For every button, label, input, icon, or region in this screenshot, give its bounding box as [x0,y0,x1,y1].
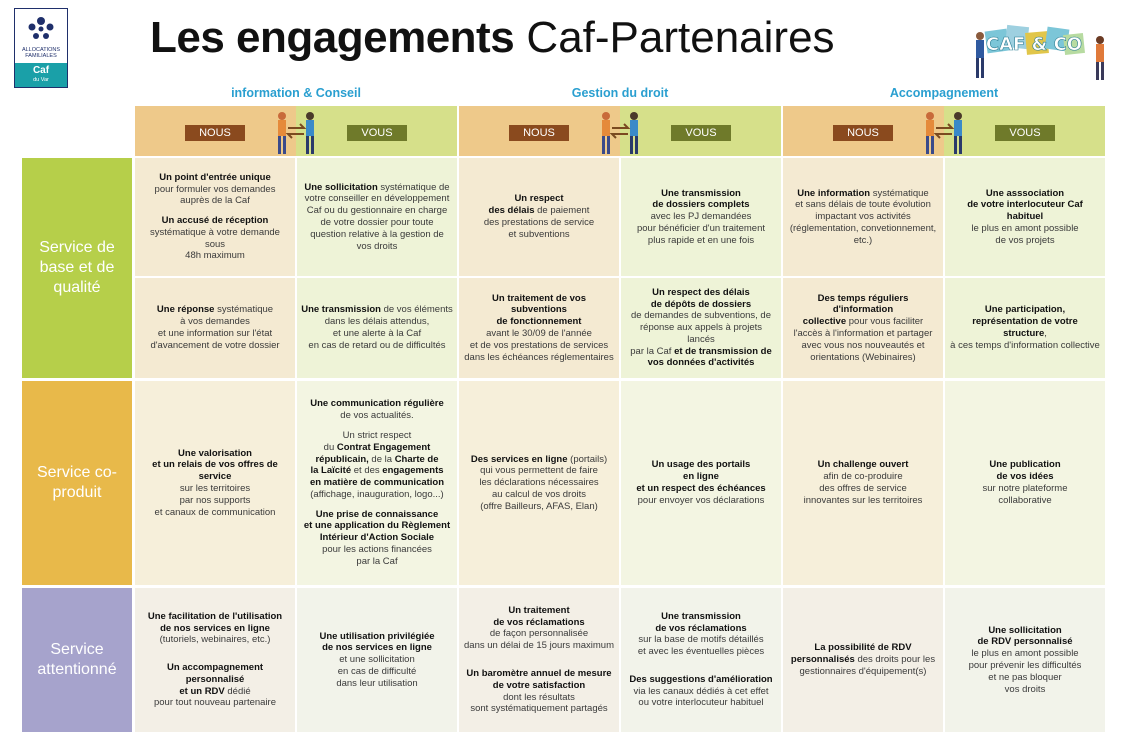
cafco-logo-icon: CAF & CO [976,24,1104,80]
column-heading-info: information & Conseil [231,86,361,100]
tag-nous: NOUS [833,125,893,141]
cell: Une participation,représentation de votr… [945,278,1105,378]
logo-band: Caf du Var [15,63,67,87]
row-header-attentionne: Service attentionné [22,588,132,732]
tag-nous: NOUS [509,125,569,141]
caf-logo: ALLOCATIONS FAMILIALES Caf du Var [14,8,68,88]
tag-nous: NOUS [185,125,245,141]
logo-dept-text: du Var [33,77,49,83]
header-band-gestion: NOUS VOUS [459,106,781,156]
row-header-base: Service de base et de qualité [22,158,132,378]
logo-caf-text: Caf [32,65,50,76]
title-light: Caf-Partenaires [526,13,835,62]
header-band-accompagnement: NOUS VOUS [783,106,1105,156]
column-heading-gestion: Gestion du droit [571,86,669,100]
caf-emblem-icon [28,17,54,39]
logo-line2: FAMILIALES [25,53,57,59]
cell: Des services en ligne (portails)qui vous… [459,381,619,585]
people-exchange-icon [602,112,638,154]
row-header-coproduit: Service co-produit [22,381,132,585]
tag-vous: VOUS [671,125,731,141]
title-bold: Les engagements [150,13,515,62]
logo-line1: ALLOCATIONS [21,47,61,53]
cafco-text: CAF & CO [986,34,1082,55]
header-band-info: NOUS VOUS [135,106,457,156]
people-exchange-icon [926,112,962,154]
page-title: Les engagements Caf-Partenaires [150,10,835,66]
tag-vous: VOUS [995,125,1055,141]
tag-vous: VOUS [347,125,407,141]
people-exchange-icon [278,112,314,154]
column-heading-accompagnement: Accompagnement [889,86,999,100]
